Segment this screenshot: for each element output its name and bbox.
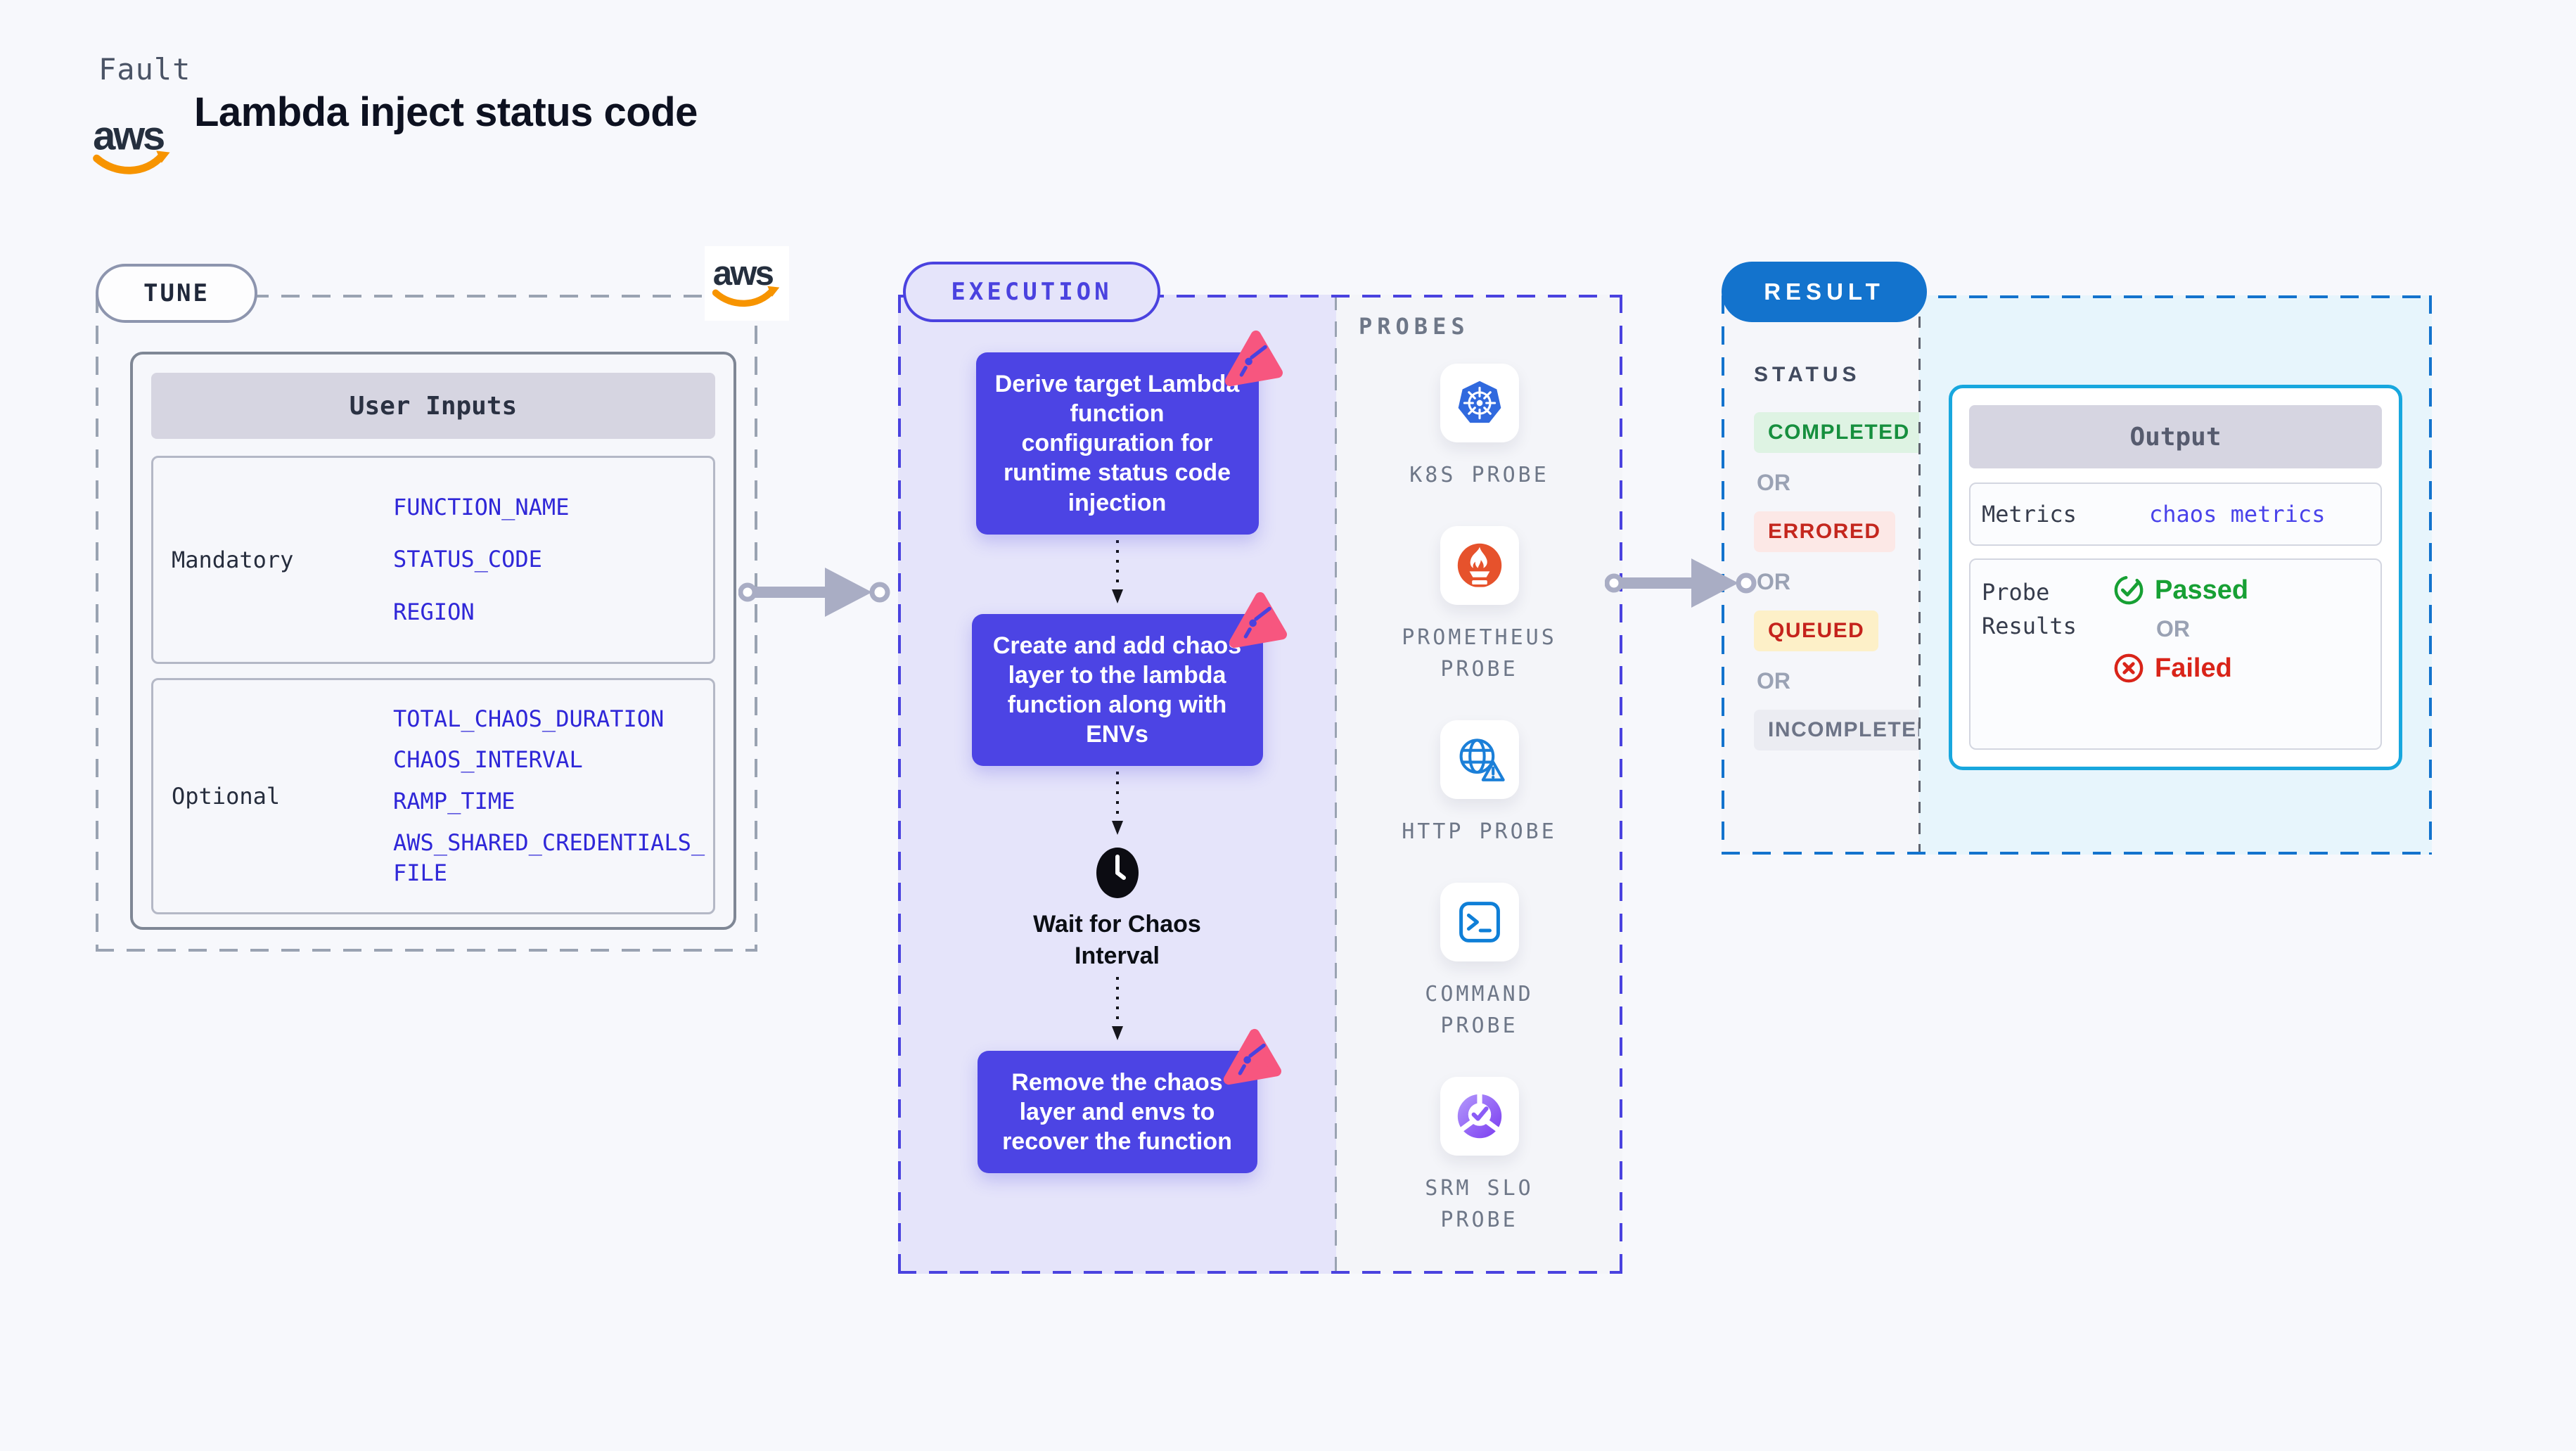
execution-flow-area: Derive target Lambda function configurat… xyxy=(898,295,1336,1274)
probe-name: HTTP PROBE xyxy=(1402,819,1557,844)
mandatory-inputs-row: Mandatory FUNCTION_NAME STATUS_CODE REGI… xyxy=(151,456,715,664)
input-status-code: STATUS_CODE xyxy=(393,546,542,573)
probe-item-prometheus: PROMETHEUS PROBE xyxy=(1392,526,1568,685)
probe-item-k8s: K8S PROBE xyxy=(1409,364,1549,491)
probe-results-row: Probe Results Passed OR xyxy=(1969,558,2382,750)
optional-label: Optional xyxy=(172,783,281,810)
chaos-agent-icon xyxy=(1221,328,1283,390)
passed-line: Passed xyxy=(2113,574,2248,606)
step-label: Create and add chaos layer to the lambda… xyxy=(992,632,1242,748)
wait-step: Wait for Chaos Interval xyxy=(1005,845,1230,971)
output-card: Output Metrics chaos metrics Probe Resul… xyxy=(1949,385,2402,770)
page-title: Lambda inject status code xyxy=(194,89,698,135)
probe-results-label: Probe Results xyxy=(1982,579,2077,639)
status-badge-incompleted: INCOMPLETED xyxy=(1754,710,1947,750)
probes-panel: PROBES xyxy=(1336,295,1622,1274)
optional-inputs-row: Optional TOTAL_CHAOS_DURATION CHAOS_INTE… xyxy=(151,678,715,914)
tune-to-execution-arrow xyxy=(738,559,900,629)
terminal-icon xyxy=(1440,883,1519,961)
aws-corner-logo-text: aws xyxy=(713,254,774,293)
probes-title: PROBES xyxy=(1359,313,1470,340)
probe-name: SRM SLO PROBE xyxy=(1425,1176,1534,1232)
metrics-row: Metrics chaos metrics xyxy=(1969,482,2382,546)
user-inputs-header: User Inputs xyxy=(151,373,715,439)
step-label: Remove the chaos layer and envs to recov… xyxy=(1002,1068,1232,1156)
status-title: STATUS xyxy=(1754,363,1861,386)
metrics-label: Metrics xyxy=(1982,501,2077,528)
optional-values: TOTAL_CHAOS_DURATION CHAOS_INTERVAL RAMP… xyxy=(393,680,713,912)
aws-corner-logo-icon: aws xyxy=(705,246,789,321)
tune-pill: TUNE xyxy=(96,264,257,323)
input-ramp-time: RAMP_TIME xyxy=(393,788,515,815)
input-function-name: FUNCTION_NAME xyxy=(393,494,570,521)
dotted-arrow-icon xyxy=(1109,770,1126,841)
x-circle-icon xyxy=(2114,653,2144,683)
step-box-remove-chaos-layer: Remove the chaos layer and envs to recov… xyxy=(977,1028,1281,1174)
or-separator: OR xyxy=(1757,470,1790,495)
probe-list: K8S PROBE PROMETHEUS PROBE xyxy=(1336,364,1622,1236)
failed-label: Failed xyxy=(2155,653,2232,683)
probe-item-srm-slo: SRM SLO PROBE xyxy=(1392,1077,1568,1236)
dotted-arrow-icon xyxy=(1109,539,1126,610)
probe-results-values: Passed OR Failed xyxy=(2113,560,2248,748)
user-inputs-card: User Inputs Mandatory FUNCTION_NAME STAT… xyxy=(130,352,736,930)
probe-name: PROMETHEUS PROBE xyxy=(1402,625,1557,682)
tune-pill-label: TUNE xyxy=(143,279,210,307)
execution-pill: EXECUTION xyxy=(903,262,1160,322)
srm-slo-icon xyxy=(1440,1077,1519,1156)
status-badge-queued: QUEUED xyxy=(1754,611,1879,651)
input-total-chaos-duration: TOTAL_CHAOS_DURATION xyxy=(393,705,665,732)
result-pill-label: RESULT xyxy=(1764,279,1885,305)
clock-icon xyxy=(1096,848,1139,899)
or-separator: OR xyxy=(2156,616,2190,641)
chaos-metrics-value: chaos metrics xyxy=(2149,501,2326,528)
result-section: STATUS COMPLETED OR ERRORED OR QUEUED OR… xyxy=(1722,295,2432,855)
aws-logo-icon: aws xyxy=(91,110,174,183)
input-chaos-interval: CHAOS_INTERVAL xyxy=(393,746,583,774)
mandatory-label: Mandatory xyxy=(172,546,294,573)
fault-eyebrow: Fault xyxy=(98,52,191,87)
execution-to-result-arrow xyxy=(1604,550,1767,620)
execution-pill-label: EXECUTION xyxy=(951,278,1113,306)
probe-name: K8S PROBE xyxy=(1409,463,1549,487)
status-column: STATUS COMPLETED OR ERRORED OR QUEUED OR… xyxy=(1754,363,1947,767)
prometheus-icon xyxy=(1440,526,1519,605)
or-separator: OR xyxy=(1757,668,1790,693)
status-badge-completed: COMPLETED xyxy=(1754,412,1924,453)
step-label: Derive target Lambda function configurat… xyxy=(994,371,1240,516)
wait-step-label: Wait for Chaos Interval xyxy=(1033,911,1201,969)
chaos-agent-icon xyxy=(1225,590,1287,652)
passed-label: Passed xyxy=(2155,575,2249,605)
step-box-derive-config: Derive target Lambda function configurat… xyxy=(975,330,1283,535)
probe-item-command: COMMAND PROBE xyxy=(1392,883,1568,1042)
result-pill: RESULT xyxy=(1722,262,1927,322)
mandatory-values: FUNCTION_NAME STATUS_CODE REGION xyxy=(393,458,713,662)
chaos-agent-icon xyxy=(1219,1027,1281,1089)
failed-line: Failed xyxy=(2113,652,2248,684)
output-header: Output xyxy=(1969,405,2382,468)
input-region: REGION xyxy=(393,598,475,625)
aws-logo-text: aws xyxy=(93,113,164,158)
input-aws-shared-credentials-file: AWS_SHARED_CREDENTIALS_FILE xyxy=(393,829,705,887)
http-globe-icon xyxy=(1440,720,1519,799)
probe-item-http: HTTP PROBE xyxy=(1402,720,1557,848)
execution-section: Derive target Lambda function configurat… xyxy=(898,295,1622,1274)
check-circle-icon xyxy=(2114,575,2144,605)
probe-name: COMMAND PROBE xyxy=(1425,982,1534,1038)
dotted-arrow-icon xyxy=(1109,976,1126,1047)
step-box-add-chaos-layer: Create and add chaos layer to the lambda… xyxy=(971,592,1287,767)
status-badge-errored: ERRORED xyxy=(1754,511,1895,552)
kubernetes-icon xyxy=(1440,364,1519,442)
